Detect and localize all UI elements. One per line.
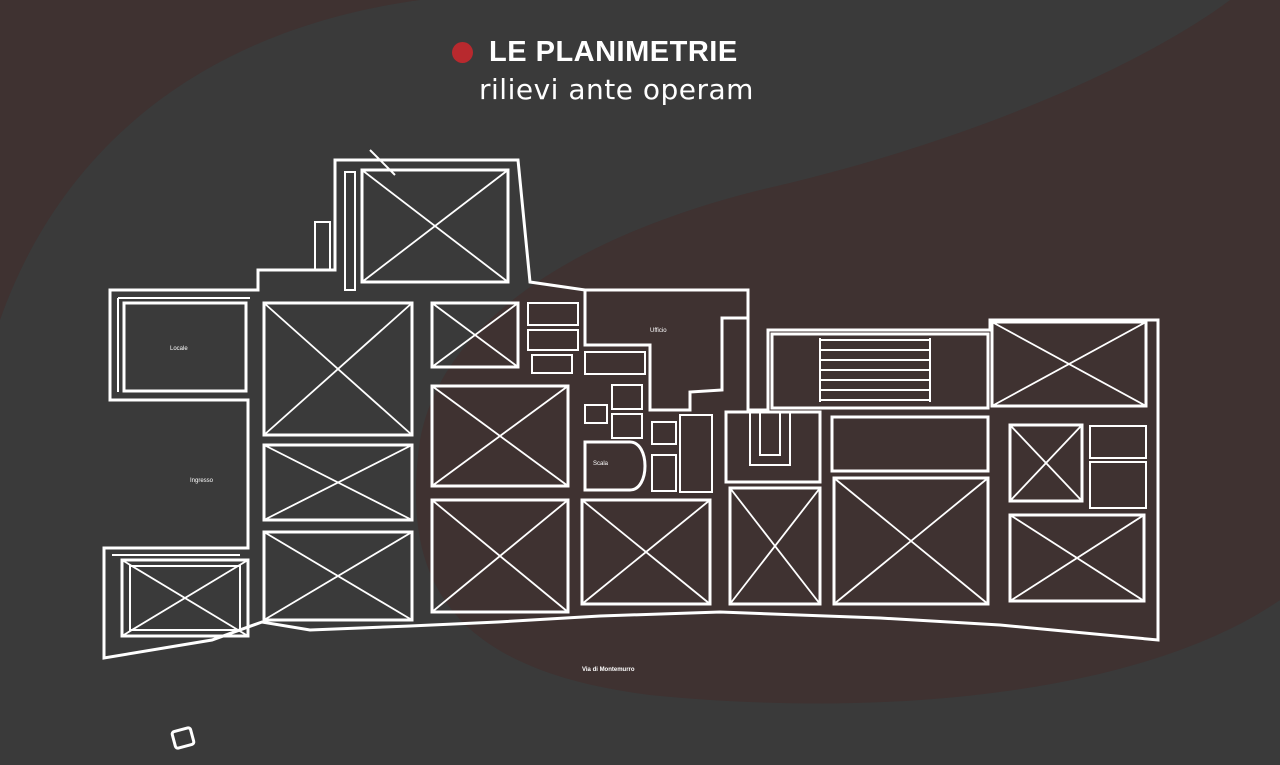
header: LE PLANIMETRIE rilievi ante operam <box>452 36 754 106</box>
room-small-9 <box>651 454 677 492</box>
room-small-6 <box>611 413 643 439</box>
room-east-top <box>990 320 1148 408</box>
room-c4-stair <box>724 410 822 484</box>
page-title: LE PLANIMETRIE <box>489 36 738 68</box>
room-small-3 <box>531 354 573 374</box>
room-east-bot <box>1008 513 1146 603</box>
room-c3-bot <box>580 498 712 606</box>
room-c2-mid <box>430 384 570 488</box>
room-c5-bot <box>832 476 990 606</box>
room-small-8 <box>651 421 677 445</box>
room-small-2 <box>527 329 579 351</box>
room-north-hall <box>583 288 750 412</box>
plan-inner-outline <box>112 297 250 556</box>
room-oval <box>583 440 647 492</box>
room-stairs <box>770 332 990 410</box>
title-row: LE PLANIMETRIE <box>452 36 754 69</box>
room-west <box>122 301 248 393</box>
room-east-small-1 <box>1089 425 1147 459</box>
page-subtitle: rilievi ante operam <box>479 73 754 106</box>
room-southwest <box>120 558 250 638</box>
room-tower <box>360 168 510 284</box>
room-c1-bot <box>262 530 414 622</box>
room-c4-bot <box>728 486 822 606</box>
svg-text:Scala: Scala <box>593 461 609 467</box>
street-label: Via di Montemurro <box>582 667 635 673</box>
bullet-icon <box>452 42 473 63</box>
room-c1-mid <box>262 443 414 522</box>
room-small-1 <box>527 302 579 326</box>
svg-text:Locale: Locale <box>170 346 188 352</box>
room-small-7 <box>584 404 608 424</box>
plan-outline <box>102 158 1160 660</box>
room-small-5 <box>611 384 643 410</box>
room-c2-bot <box>430 498 570 614</box>
room-c1-top <box>262 301 414 437</box>
room-small-4 <box>584 351 646 375</box>
room-east-mid <box>1008 423 1084 503</box>
svg-text:Ingresso: Ingresso <box>190 478 214 484</box>
room-east-small-2 <box>1089 461 1147 509</box>
room-c5-top <box>830 415 990 473</box>
room-c2-top <box>430 301 520 369</box>
svg-text:Ufficio: Ufficio <box>650 328 667 334</box>
